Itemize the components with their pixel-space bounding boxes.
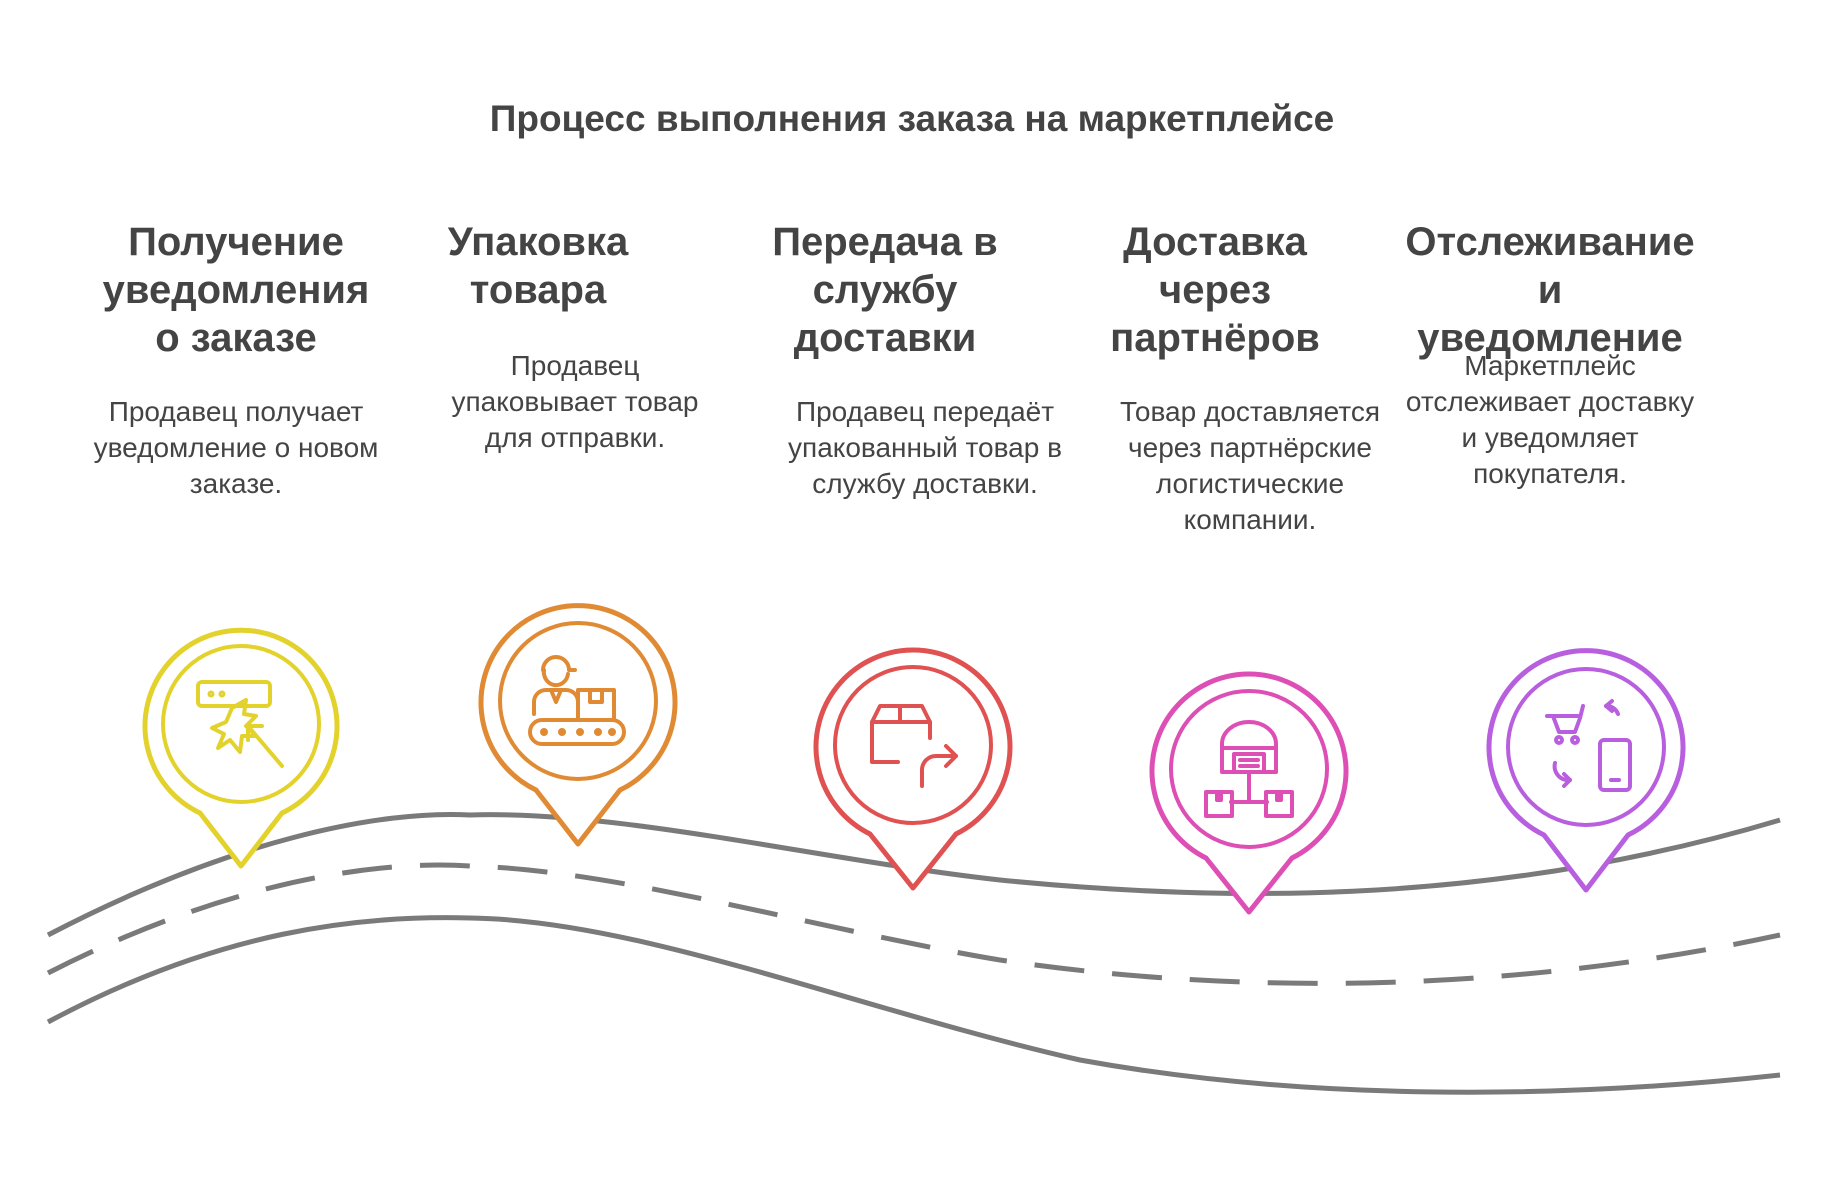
- box-forward-icon: [870, 704, 958, 788]
- marker-step-5: [1486, 648, 1686, 893]
- packing-worker-conveyor-icon: [528, 655, 626, 746]
- step-3-title: Передача в службу доставки: [772, 220, 998, 360]
- marker-step-2: [478, 603, 678, 847]
- step-1-title: Получение уведомления о заказе: [102, 220, 370, 360]
- step-4-title: Доставка через партнёров: [1110, 220, 1320, 360]
- warehouse-distribution-icon: [1204, 720, 1294, 818]
- step-2-description: Продавец упаковывает товар для отправки.: [451, 350, 699, 453]
- marker-step-4: [1149, 671, 1349, 915]
- step-5-description: Маркетплейс отслеживает доставку и уведо…: [1405, 350, 1695, 489]
- step-2-title: Упаковка товара: [447, 220, 629, 312]
- notification-click-icon: [196, 680, 284, 768]
- road-top-edge: [46, 812, 1781, 938]
- marker-step-3: [813, 647, 1013, 891]
- step-5-title: Отслеживание и уведомление: [1405, 220, 1695, 360]
- step-1-description: Продавец получает уведомление о новом за…: [93, 396, 379, 499]
- step-3-description: Продавец передаёт упакованный товар в сл…: [788, 396, 1062, 499]
- diagram-title: Процесс выполнения заказа на маркетплейс…: [489, 98, 1335, 139]
- road-bottom-edge: [46, 915, 1781, 1095]
- cart-phone-sync-icon: [1545, 699, 1632, 792]
- marker-step-1: [142, 627, 340, 869]
- step-4-description: Товар доставляется через партнёрские лог…: [1119, 396, 1380, 535]
